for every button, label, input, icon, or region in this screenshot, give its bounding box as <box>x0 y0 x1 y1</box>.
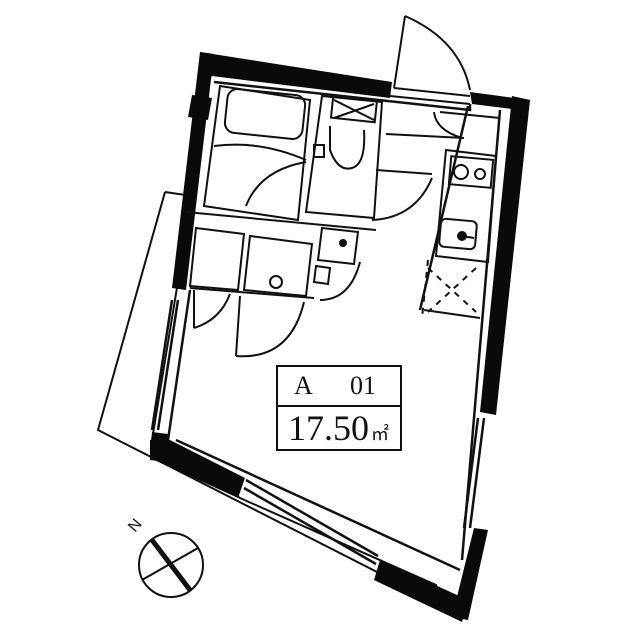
stove-burner-icon <box>453 164 469 180</box>
unit-label-box: A 01 17.50 ㎡ <box>276 365 402 451</box>
toilet-icon <box>329 126 366 170</box>
area-unit: ㎡ <box>371 424 389 444</box>
compass-icon <box>138 532 204 598</box>
drain-icon <box>269 275 283 289</box>
area-value: 17.50 <box>288 408 369 448</box>
unit-type-label: A <box>294 371 313 400</box>
bathtub-icon <box>223 88 307 140</box>
unit-number: 01 <box>350 371 376 400</box>
unit-area-row: 17.50 ㎡ <box>278 407 400 449</box>
sink-icon <box>438 217 478 251</box>
toilet-room <box>304 94 433 221</box>
interior-walls <box>150 80 502 572</box>
stove-burner-icon <box>474 168 486 180</box>
closets <box>185 211 377 358</box>
kitchen <box>421 148 498 319</box>
unit-id-row: A 01 <box>278 367 400 407</box>
bathroom <box>202 84 312 222</box>
exterior-walls <box>150 52 530 622</box>
entrance-door <box>385 15 501 139</box>
